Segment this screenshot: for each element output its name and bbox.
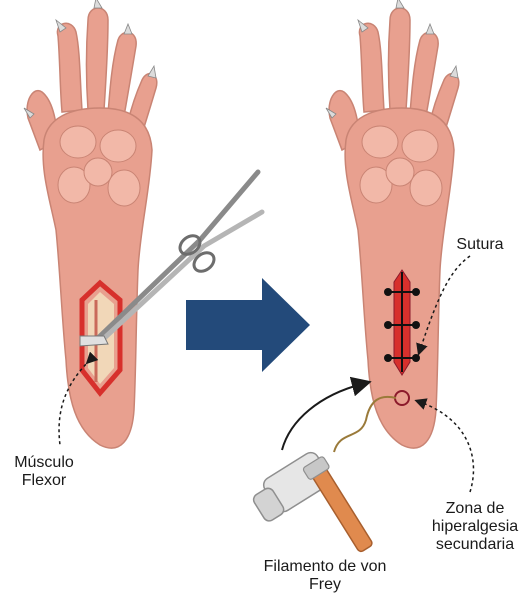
right-paw-pad-5: [386, 158, 414, 186]
left-paw-claw-5: [148, 66, 156, 78]
label-filamento-line1: Filamento de von: [240, 558, 410, 576]
von-frey-filament: [247, 397, 396, 555]
label-musculo-line2: Flexor: [4, 472, 84, 490]
label-sutura: Sutura: [440, 236, 520, 254]
right-paw-toe-3: [389, 8, 411, 110]
label-musculo-line1: Músculo: [4, 454, 84, 472]
right-paw-toe-4: [410, 32, 438, 116]
right-paw-claw-3: [396, 0, 404, 8]
right-paw-claw-4: [426, 24, 434, 34]
process-arrow: [186, 278, 310, 372]
left-paw-pad-5: [84, 158, 112, 186]
left-paw-pad-1: [60, 126, 96, 158]
right-paw-pad-1: [362, 126, 398, 158]
right-paw-claw-5: [450, 66, 458, 78]
label-filamento-line2: Frey: [240, 576, 410, 594]
right-paw-pad-4: [410, 170, 442, 206]
left-paw-pad-4: [108, 170, 140, 206]
label-zona-line2: hiperalgesia: [420, 518, 530, 536]
right-paw-toe-2: [359, 23, 384, 112]
left-paw-toe-2: [57, 23, 82, 112]
left-paw-claw-4: [124, 24, 132, 34]
label-zona-line1: Zona de: [425, 500, 525, 518]
right-paw-pad-2: [402, 130, 438, 162]
forceps-tip: [80, 336, 108, 346]
right-paw: [326, 0, 459, 448]
left-paw-pad-2: [100, 130, 136, 162]
left-paw-toe-4: [108, 32, 136, 116]
left-paw: [24, 0, 157, 448]
label-zona-line3: secundaria: [420, 536, 530, 554]
left-paw-claw-3: [94, 0, 102, 8]
left-paw-toe-3: [87, 8, 109, 110]
application-arrow: [282, 384, 362, 450]
